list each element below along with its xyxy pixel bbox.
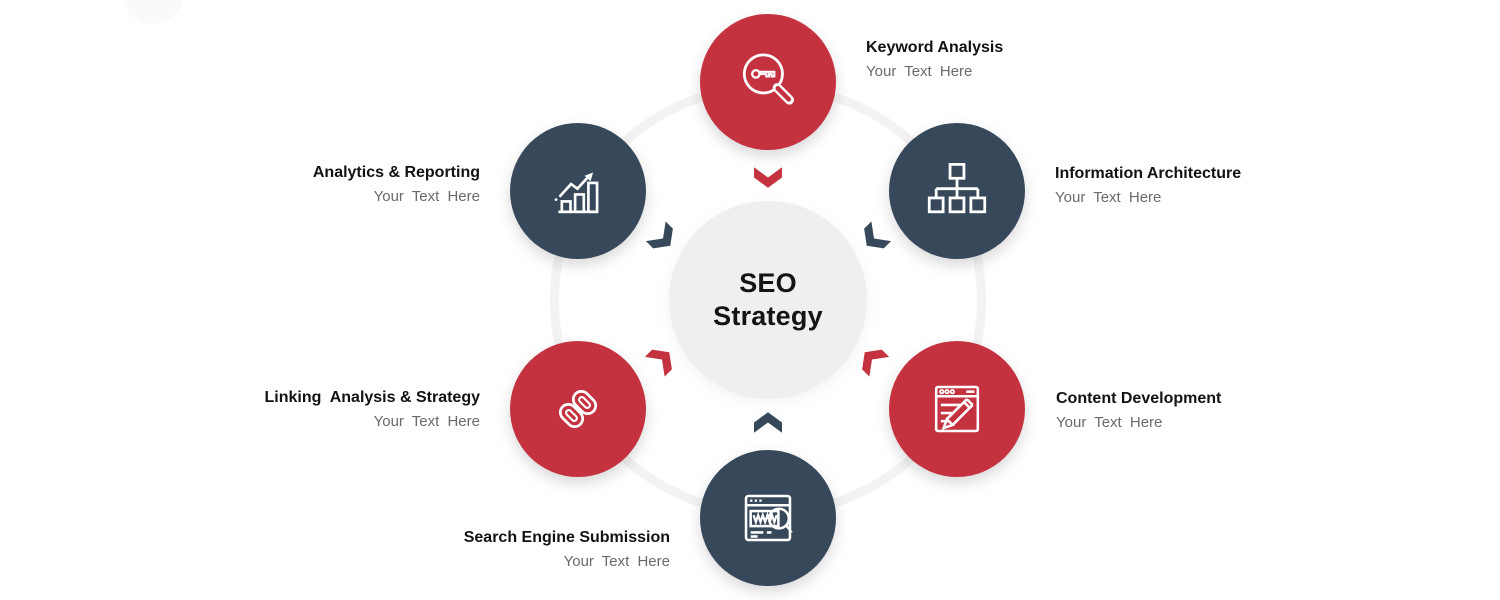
- label-keyword-analysis: Keyword Analysis Your Text Here: [866, 37, 1003, 85]
- chevron-content-icon: [855, 342, 890, 377]
- chevron-keyword-icon: [754, 167, 782, 188]
- node-search-engine-submission: [700, 450, 836, 586]
- node-linking-analysis-strategy: [510, 341, 646, 477]
- decorative-circle: [122, 0, 184, 24]
- label-title: Analytics & Reporting: [312, 164, 480, 181]
- label-analytics-reporting: Analytics & Reporting Your Text Here: [313, 162, 480, 210]
- chevron-information-icon: [857, 221, 892, 256]
- label-title: Linking Analysis & Strategy: [264, 389, 480, 406]
- label-content-development: Content Development Your Text Here: [1056, 388, 1221, 436]
- node-analytics-reporting: [510, 123, 646, 259]
- node-keyword-analysis: [700, 14, 836, 150]
- node-information-architecture: [889, 123, 1025, 259]
- label-search-engine-submission: Search Engine Submission Your Text Here: [464, 527, 670, 575]
- label-subtitle: Your Text Here: [1056, 414, 1163, 431]
- label-title: Search Engine Submission: [463, 529, 670, 546]
- center-title-line1: SEO: [739, 268, 797, 298]
- chevron-search-icon: [754, 412, 782, 433]
- sitemap-icon: [927, 163, 987, 214]
- document-pencil-icon: [934, 385, 980, 433]
- browser-www-search-icon: [744, 494, 793, 542]
- label-subtitle: Your Text Here: [373, 413, 480, 430]
- chevron-linking-icon: [644, 342, 680, 377]
- label-subtitle: Your Text Here: [373, 188, 480, 205]
- label-information-architecture: Information Architecture Your Text Here: [1055, 163, 1241, 211]
- label-subtitle: Your Text Here: [563, 553, 670, 570]
- center-title-line2: Strategy: [713, 301, 823, 331]
- label-linking-analysis-strategy: Linking Analysis & Strategy Your Text He…: [265, 387, 480, 435]
- magnifier-key-icon: [742, 53, 795, 105]
- chevron-analytics-icon: [645, 221, 681, 256]
- label-title: Content Development: [1056, 390, 1222, 407]
- label-title: Information Architecture: [1055, 165, 1242, 182]
- label-title: Keyword Analysis: [866, 39, 1004, 56]
- chain-link-icon: [558, 389, 598, 429]
- node-content-development: [889, 341, 1025, 477]
- label-subtitle: Your Text Here: [1055, 189, 1162, 206]
- label-subtitle: Your Text Here: [866, 63, 973, 80]
- center-circle: SEO Strategy: [669, 201, 867, 399]
- bar-chart-trend-icon: [554, 172, 599, 214]
